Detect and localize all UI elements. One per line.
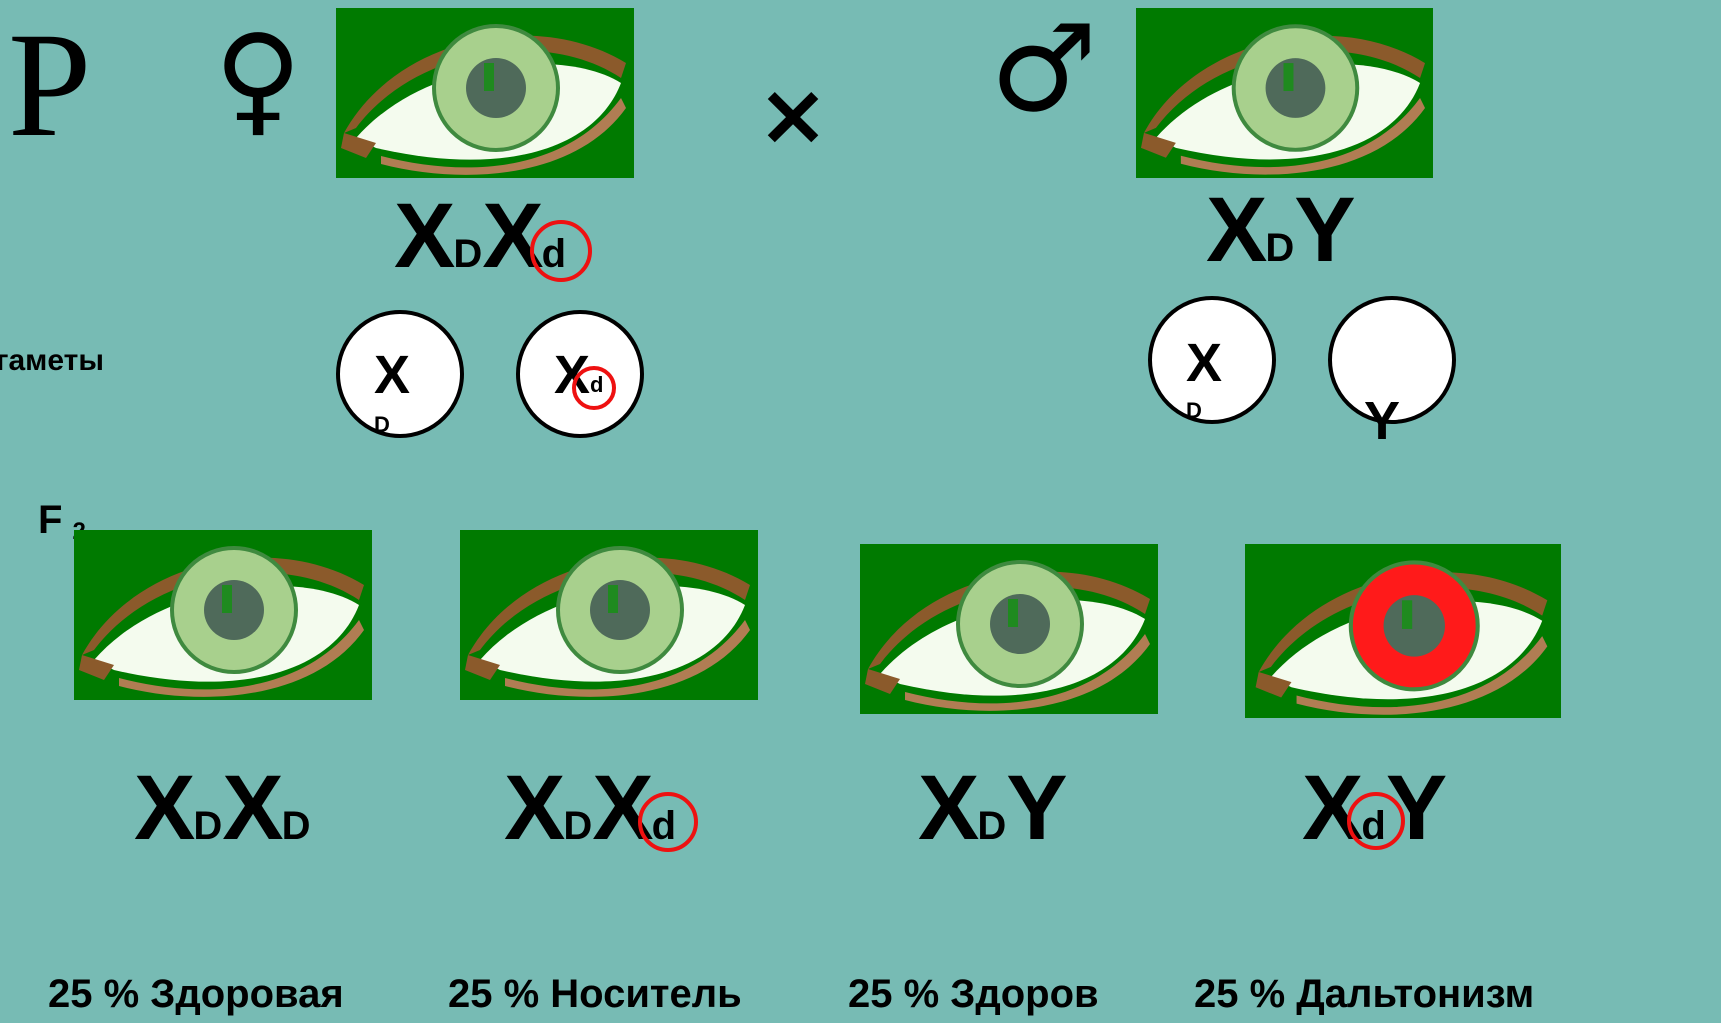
offspring-genotype-1: XDXD	[134, 762, 311, 854]
female-parent-eye-image	[336, 8, 634, 178]
gamete-female-1: X D	[336, 310, 464, 438]
offspring-eye-1-image	[74, 530, 372, 700]
offspring-eye-2-image	[460, 530, 758, 700]
offspring-eye-4-colorblind-image	[1245, 544, 1561, 718]
gamete-male-1: X D	[1148, 296, 1276, 424]
female-parent-genotype: XDXd	[394, 190, 566, 282]
offspring-eye-3-image	[860, 544, 1158, 714]
offspring-caption-4: 25 % Дальтонизм	[1194, 974, 1534, 1014]
male-parent-genotype: XDY	[1206, 184, 1354, 276]
parents-label: P	[8, 10, 91, 160]
cross-symbol: ×	[757, 72, 829, 158]
offspring-caption-1: 25 % Здоровая	[48, 974, 344, 1014]
offspring-caption-3: 25 % Здоров	[848, 974, 1099, 1014]
recessive-allele-marker	[638, 792, 698, 852]
offspring-genotype-2: XDXd	[504, 762, 676, 854]
recessive-allele-marker	[572, 366, 616, 410]
gamete-female-2: X d	[516, 310, 644, 438]
gametes-label: гаметы	[0, 344, 104, 378]
offspring-caption-2: 25 % Носитель	[448, 974, 742, 1014]
gamete-male-2: Y	[1328, 296, 1456, 424]
recessive-allele-marker	[530, 220, 592, 282]
female-symbol: ♀	[214, 20, 302, 140]
male-parent-eye-image	[1136, 8, 1433, 178]
offspring-genotype-3: XDY	[918, 762, 1066, 854]
male-symbol: ♂	[990, 10, 1098, 130]
recessive-allele-marker	[1347, 792, 1405, 850]
